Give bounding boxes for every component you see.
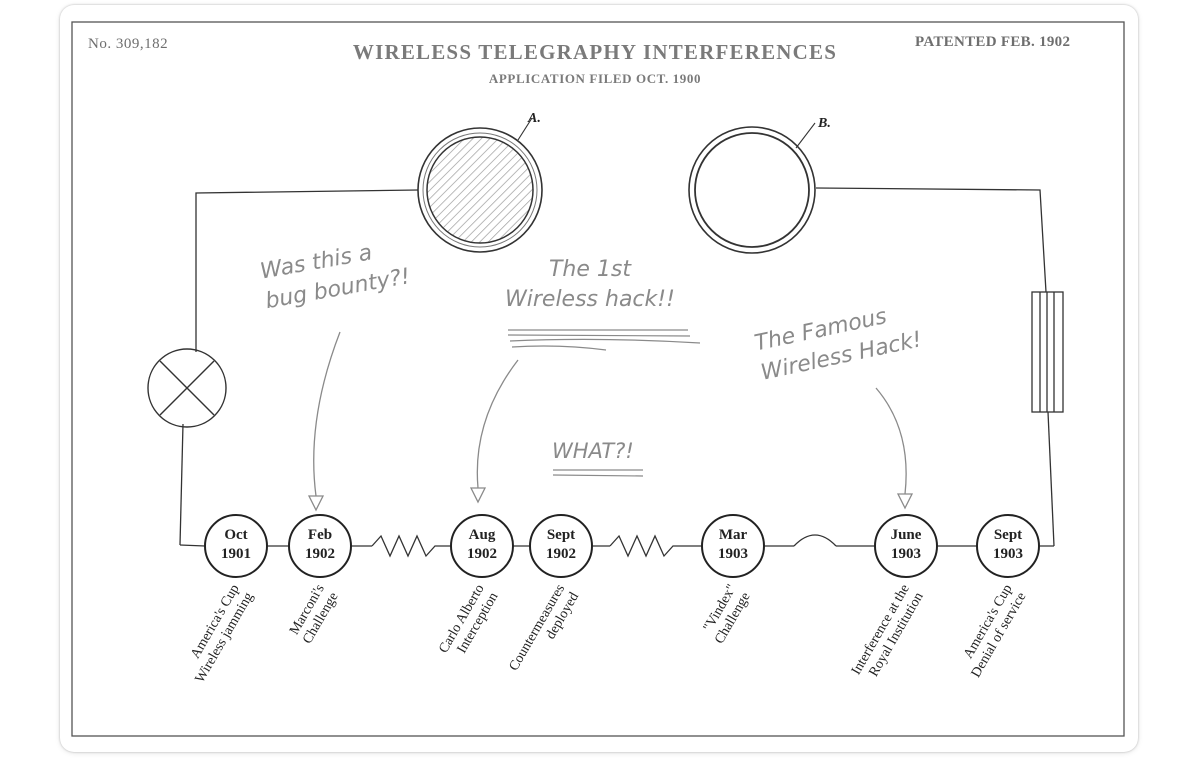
patent-sheet [60,5,1138,752]
timeline-node [976,514,1040,578]
label-b: B. [817,116,831,131]
patent-date: PATENTED FEB. 1902 [915,34,1071,50]
timeline-node [701,514,765,578]
timeline-node [529,514,593,578]
timeline-node [450,514,514,578]
sphere-b [688,122,816,254]
label-a: A. [527,111,541,126]
note-what: WHAT?! [552,439,634,463]
annotation-arrows [307,331,914,512]
circuit-wires [179,187,1055,558]
timeline-node [874,514,938,578]
resistor-symbol [1031,291,1064,413]
page-title: WIRELESS TELEGRAPHY INTERFERENCES [352,40,838,64]
note-underlines [507,329,701,477]
timeline-node [288,514,352,578]
drawing-border [71,21,1125,737]
patent-number: No. 309,182 [88,36,169,52]
timeline-node [204,514,268,578]
page-subtitle: APPLICATION FILED OCT. 1900 [488,71,702,86]
lamp-symbol [147,348,227,428]
timeline-nodes [204,514,1040,578]
note-first-hack: The 1st Wireless hack!! [505,257,675,312]
sphere-a [417,117,543,253]
